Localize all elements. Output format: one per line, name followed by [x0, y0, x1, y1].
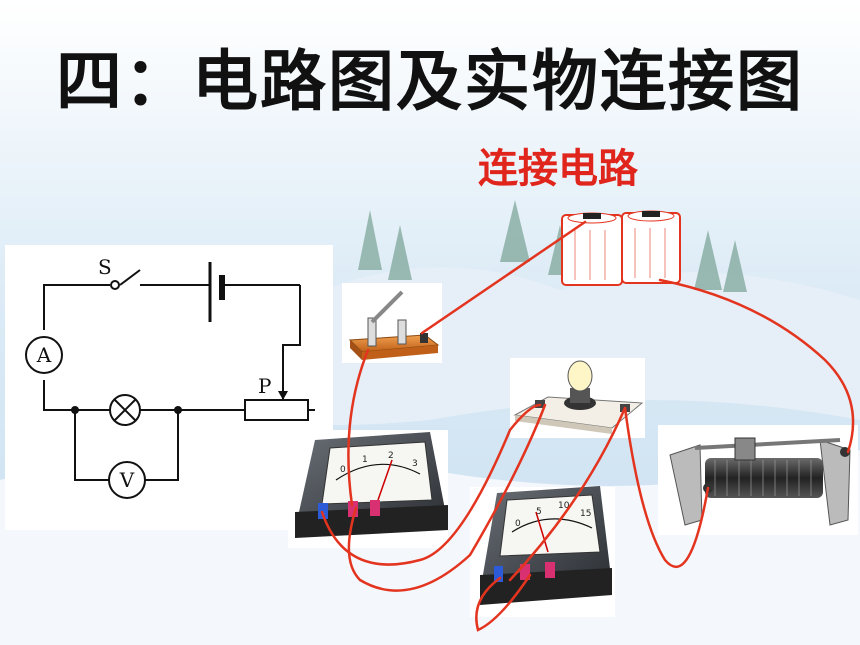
- voltmeter-scale-5: 5: [536, 507, 542, 517]
- page-title: 四：电路图及实物连接图: [56, 42, 804, 120]
- voltmeter-device: 0 5 10 15: [470, 486, 615, 617]
- rheostat-device: [658, 425, 858, 535]
- voltmeter-scale-0: 0: [515, 519, 521, 529]
- schematic-lamp: [109, 394, 141, 426]
- schematic-rheostat: [244, 399, 309, 421]
- battery-pair: [561, 210, 681, 286]
- ammeter-scale-1: 1: [362, 455, 368, 465]
- section-subtitle: 连接电路: [478, 146, 638, 192]
- voltmeter-label: V: [119, 468, 135, 492]
- voltmeter-scale-15: 15: [580, 509, 591, 519]
- schematic-ammeter: [25, 336, 63, 374]
- switch-label: S: [98, 255, 112, 279]
- ammeter-scale-3: 3: [412, 459, 418, 469]
- lamp-holder: [510, 358, 645, 438]
- knife-switch: [342, 283, 442, 363]
- connection-wires: [320, 220, 855, 632]
- circuit-schematic: S P A V: [5, 245, 333, 530]
- ammeter-scale-2: 2: [388, 451, 394, 461]
- schematic-voltmeter: [108, 461, 146, 499]
- ammeter-scale-0: 0: [340, 465, 346, 475]
- ammeter-label: A: [36, 343, 52, 367]
- voltmeter-scale-10: 10: [558, 501, 570, 511]
- rheostat-label: P: [258, 374, 271, 398]
- ammeter-device: 0 1 2 3: [288, 430, 448, 548]
